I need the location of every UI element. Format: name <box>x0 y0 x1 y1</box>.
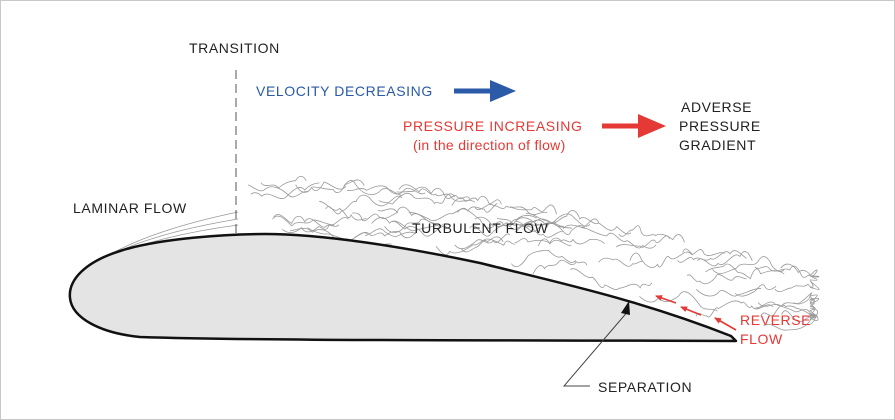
wake-swirl <box>509 204 557 215</box>
wake-swirl <box>461 236 504 253</box>
pressure-direction-label: (in the direction of flow) <box>413 137 566 153</box>
wake-swirl <box>734 284 777 297</box>
wake-swirl <box>615 235 670 248</box>
adverse-gradient-label: GRADIENT <box>679 137 756 153</box>
wake-swirl <box>377 206 434 224</box>
wake-swirl <box>695 300 774 318</box>
wake-swirl <box>755 301 818 320</box>
wake-swirl <box>457 208 508 229</box>
wake-swirl <box>396 186 471 200</box>
wake-swirl <box>569 268 653 290</box>
wake-swirl <box>325 206 367 221</box>
wake-swirl <box>677 250 747 263</box>
adverse-label: ADVERSE <box>681 99 752 115</box>
wake-swirl <box>469 218 573 237</box>
wake-swirl <box>682 248 725 256</box>
reverse-flow-label: FLOW <box>740 331 783 347</box>
wake-swirl <box>760 304 811 317</box>
wake-swirl <box>248 184 309 198</box>
wake-swirl <box>763 313 819 331</box>
adverse-pressure-label: PRESSURE <box>679 118 761 134</box>
wake-swirl <box>364 228 417 238</box>
wake-swirl <box>272 215 335 227</box>
wake-swirl <box>639 291 718 312</box>
wake-swirl <box>282 217 349 233</box>
wake-swirl <box>774 280 820 292</box>
wake-swirl <box>780 263 820 278</box>
wake-swirl <box>598 257 643 267</box>
turbulent-wake <box>248 175 820 331</box>
wake-swirl <box>250 182 320 199</box>
pressure-increasing-label: PRESSURE INCREASING <box>403 118 582 134</box>
wake-swirl <box>537 237 605 247</box>
reverse-label: REVERSE <box>740 312 811 328</box>
wake-swirl <box>435 238 516 256</box>
wake-swirl <box>515 221 586 236</box>
wake-swirl <box>319 194 403 211</box>
wake-swirl <box>705 263 785 280</box>
wake-swirl <box>346 185 426 195</box>
wake-swirl <box>686 274 747 285</box>
wake-swirl <box>696 288 762 297</box>
wake-swirl <box>696 251 753 267</box>
separation-pointer <box>562 301 630 387</box>
wake-swirl <box>618 225 685 243</box>
wake-swirl <box>343 180 402 196</box>
reverse-flow-arrows <box>655 295 737 331</box>
wake-swirl <box>352 211 399 222</box>
wake-swirl <box>629 251 693 268</box>
wake-swirl <box>757 292 818 307</box>
wake-swirl <box>312 179 365 194</box>
wake-swirl <box>353 229 419 239</box>
turbulent-flow-label: TURBULENT FLOW <box>412 220 549 236</box>
wake-swirl <box>511 249 588 268</box>
wake-swirl <box>532 259 577 275</box>
wake-swirl <box>582 218 632 235</box>
wake-swirl <box>454 233 511 249</box>
wake-swirl <box>474 204 548 215</box>
wake-swirl <box>408 203 498 222</box>
velocity-arrow <box>454 80 516 102</box>
pressure-arrow <box>602 114 666 138</box>
airfoil <box>68 232 738 343</box>
velocity-decreasing-label: VELOCITY DECREASING <box>256 83 433 99</box>
separation-label: SEPARATION <box>598 379 692 395</box>
wake-swirl <box>391 220 449 237</box>
wake-swirl <box>562 224 657 249</box>
transition-label: TRANSITION <box>189 40 280 56</box>
wake-swirl <box>514 213 591 233</box>
wake-swirl <box>474 215 537 227</box>
wake-swirl <box>754 265 818 281</box>
wake-swirl <box>384 218 444 234</box>
wake-swirl <box>793 295 820 309</box>
wake-swirl <box>712 256 785 274</box>
wake-swirl <box>398 184 476 203</box>
wake-swirl <box>514 238 572 247</box>
wake-swirl <box>295 181 347 193</box>
wake-swirl <box>273 214 340 228</box>
wake-swirl <box>260 175 307 189</box>
laminar-flow-label: LAMINAR FLOW <box>73 200 187 216</box>
